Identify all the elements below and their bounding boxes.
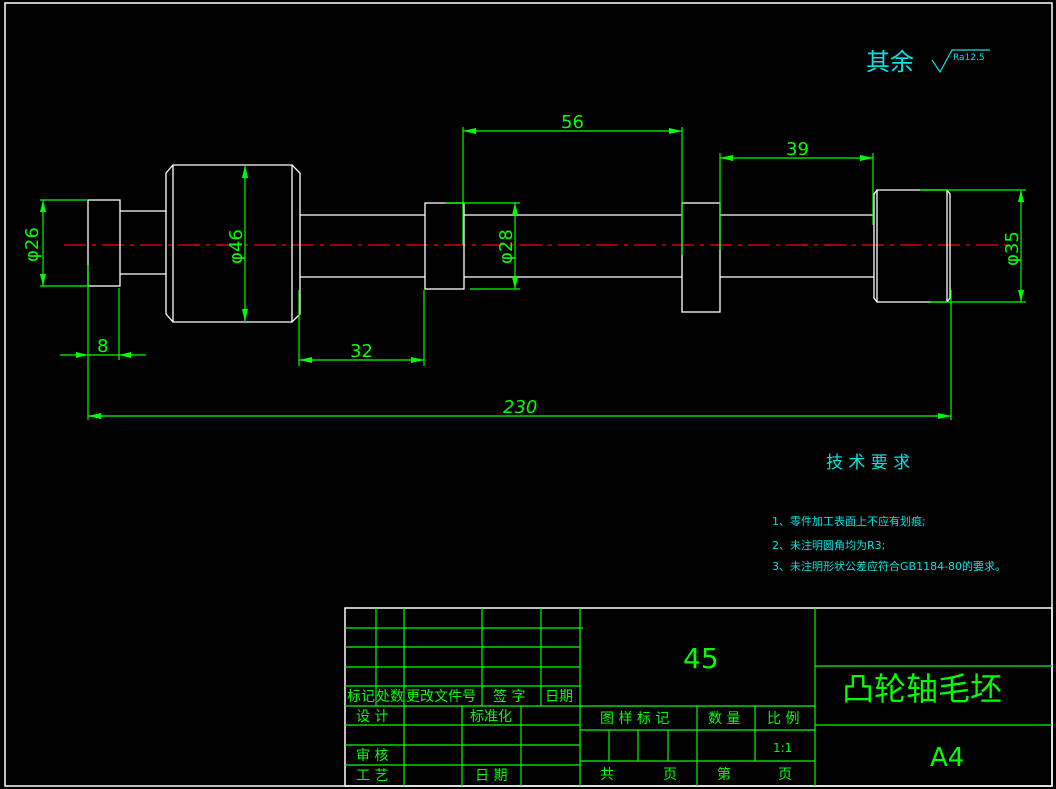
drawing-border — [4, 2, 1053, 787]
roughness-symbol-icon — [931, 49, 990, 74]
label-page-2: 页 — [778, 767, 792, 783]
dim-diameter-26: φ26 — [22, 227, 43, 262]
dim-diameter-28: φ28 — [496, 229, 517, 264]
scale-value: 1:1 — [773, 741, 792, 755]
dim-diameter-46: φ46 — [226, 229, 247, 264]
rev-header-mark: 标记 — [347, 689, 375, 705]
paper-size: A4 — [930, 743, 964, 773]
dimensions: φ26 φ46 φ28 φ35 8 32 — [22, 112, 1026, 420]
label-total: 共 — [600, 767, 614, 783]
label-process: 工 艺 — [356, 768, 388, 784]
rev-header-signature: 签 字 — [493, 688, 525, 705]
tech-req-item: 3、未注明形状公差应符合GB1184-80的要求。 — [772, 559, 1006, 573]
roughness-value: Ra12.5 — [953, 53, 985, 63]
surface-finish-note: 其余 Ra12.5 — [866, 48, 990, 76]
dim-length-39: 39 — [786, 139, 809, 160]
label-standardization: 标准化 — [470, 709, 512, 725]
tech-req-heading: 技 术 要 求 — [826, 453, 910, 473]
rev-header-date: 日期 — [545, 689, 573, 705]
rev-header-count: 处数 — [376, 689, 404, 705]
label-date: 日 期 — [475, 768, 507, 784]
tech-req-item: 1、零件加工表面上不应有划痕; — [772, 514, 926, 528]
label-quantity: 数 量 — [708, 711, 740, 727]
dim-length-32: 32 — [350, 341, 373, 362]
label-ratio: 比 例 — [767, 711, 799, 727]
label-sheet-no: 第 — [717, 766, 731, 783]
shaft-outline — [87, 164, 951, 323]
label-page: 页 — [663, 767, 677, 783]
dim-diameter-35: φ35 — [1002, 231, 1023, 266]
dim-length-230: 230 — [503, 397, 537, 418]
label-review: 审 核 — [356, 748, 388, 764]
drawing-title: 凸轮轴毛坯 — [842, 670, 1002, 708]
title-block: 标记 处数 更改文件号 签 字 日期 设 计 标准化 审 核 工 艺 日 期 4… — [344, 607, 1053, 787]
dim-length-56: 56 — [561, 112, 584, 133]
material-value: 45 — [683, 642, 719, 675]
tech-req-item: 2、未注明圆角均为R3; — [772, 538, 885, 552]
label-design: 设 计 — [356, 709, 388, 725]
rev-header-docno: 更改文件号 — [406, 689, 476, 705]
label-drawing-mark: 图 样 标 记 — [600, 711, 669, 727]
dim-length-8: 8 — [97, 336, 108, 357]
surface-finish-label: 其余 — [866, 48, 914, 76]
technical-requirements: 技 术 要 求 1、零件加工表面上不应有划痕; 2、未注明圆角均为R3; 3、未… — [772, 453, 1006, 573]
